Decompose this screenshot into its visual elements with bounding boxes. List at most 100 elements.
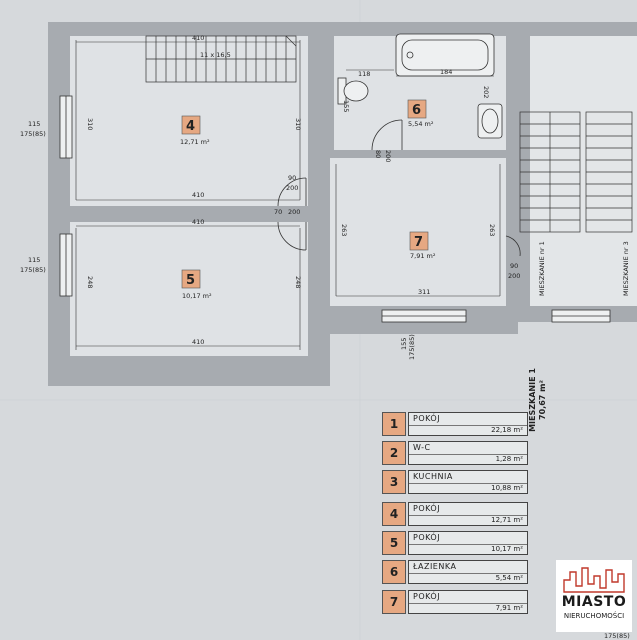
apartment-total: 70,67 m²: [538, 380, 547, 420]
stairs-room-4: [145, 35, 297, 83]
dim-window1-bottom: 175(85): [20, 130, 46, 138]
dim-bath-door-200: 200: [384, 150, 392, 162]
apartment-title: MIESZKANIE 1: [528, 368, 537, 432]
dim-bottom-right: 175(85): [604, 632, 630, 640]
legend-area: 5,54 m²: [495, 574, 523, 582]
apartment-summary: MIESZKANIE 1 70,67 m²: [528, 340, 548, 460]
dim-room4-left: 310: [86, 118, 94, 130]
legend-name: POKÓJ: [413, 504, 441, 513]
room-5-floor: [70, 222, 308, 356]
company-logo: MIASTO NIERUCHOMOŚCI: [556, 560, 632, 632]
dim-room7-right: 263: [488, 224, 496, 236]
legend-row: 7 POKÓJ 7,91 m²: [382, 590, 530, 614]
legend-number: 7: [382, 590, 406, 614]
legend-cell: KUCHNIA 10,88 m²: [408, 470, 528, 494]
legend-row: 2 W-C 1,28 m²: [382, 441, 530, 465]
dim-room5-right: 248: [294, 276, 302, 288]
room-5-number: 5: [186, 273, 195, 288]
legend-name: ŁAZIENKA: [413, 562, 457, 571]
sink: [477, 103, 503, 139]
dim-bath-118: 118: [358, 70, 370, 78]
staircase-right: [519, 111, 633, 233]
dim-room5-bottom: 410: [192, 338, 204, 346]
legend-name: KUCHNIA: [413, 472, 453, 481]
dim-room4-right: 310: [294, 118, 302, 130]
dim-door-70: 70: [274, 208, 282, 216]
door-arc-room-5: [277, 221, 307, 251]
legend-cell: W-C 1,28 m²: [408, 441, 528, 465]
dim-window1-top: 115: [28, 120, 40, 128]
legend-cell: POKÓJ 12,71 m²: [408, 502, 528, 526]
dim-bath-184: 184: [440, 68, 452, 76]
legend-cell: POKÓJ 10,17 m²: [408, 531, 528, 555]
room-6-number: 6: [412, 103, 421, 118]
neighbor-label-1: MIESZKANIE nr 1: [538, 241, 546, 296]
dim-window2-top: 115: [28, 256, 40, 264]
logo-brand: MIASTO: [561, 594, 627, 610]
legend-number: 5: [382, 531, 406, 555]
room-6-area: 5,54 m²: [408, 120, 434, 128]
legend-number: 2: [382, 441, 406, 465]
dim-door-200: 200: [286, 184, 298, 192]
legend-number: 4: [382, 502, 406, 526]
dim-bath-202: 202: [482, 86, 490, 98]
room-5-area: 10,17 m²: [182, 292, 212, 300]
door-arc-room-7: [505, 235, 521, 257]
door-arc-bath: [371, 119, 403, 151]
legend-number: 6: [382, 560, 406, 584]
legend-row: 5 POKÓJ 10,17 m²: [382, 531, 530, 555]
room-7-number: 7: [414, 235, 423, 250]
legend-area: 10,17 m²: [491, 545, 523, 553]
windows: [59, 95, 611, 323]
legend-name: W-C: [413, 443, 431, 452]
legend-name: POKÓJ: [413, 533, 441, 542]
dim-room7-door-90: 90: [510, 262, 518, 270]
door-arc-room-4: [277, 177, 307, 207]
dim-window2-bottom: 175(85): [20, 266, 46, 274]
room-4-number: 4: [186, 119, 195, 134]
room-number-badges: [181, 99, 429, 289]
dim-room7-door-200: 200: [508, 272, 520, 280]
legend-row: 4 POKÓJ 12,71 m²: [382, 502, 530, 526]
legend-row: 6 ŁAZIENKA 5,54 m²: [382, 560, 530, 584]
dim-window3-bottom: 175(85): [408, 334, 416, 360]
legend-area: 12,71 m²: [491, 516, 523, 524]
dim-top-width: 410: [192, 34, 204, 42]
legend-number: 3: [382, 470, 406, 494]
legend-cell: POKÓJ 22,18 m²: [408, 412, 528, 436]
toilet: [337, 77, 369, 105]
dim-door-200b: 200: [288, 208, 300, 216]
doors: [277, 119, 521, 257]
dim-window3-top: 155: [400, 338, 408, 350]
legend-area: 1,28 m²: [495, 455, 523, 463]
dim-room5-left: 248: [86, 276, 94, 288]
legend-cell: ŁAZIENKA 5,54 m²: [408, 560, 528, 584]
legend-cell: POKÓJ 7,91 m²: [408, 590, 528, 614]
dim-bath-door-80: 80: [374, 150, 382, 158]
legend-name: POKÓJ: [413, 414, 441, 423]
dimension-lines: [75, 40, 501, 350]
legend-number: 1: [382, 412, 406, 436]
dim-room4-bottom: 410: [192, 191, 204, 199]
skyline-icon: [563, 567, 625, 593]
neighbor-floor: [530, 36, 637, 306]
dim-corridor: 410: [192, 218, 204, 226]
dim-room7-left: 263: [340, 224, 348, 236]
legend-area: 7,91 m²: [495, 604, 523, 612]
dim-room7-bottom: 311: [418, 288, 430, 296]
legend-name: POKÓJ: [413, 592, 441, 601]
legend-area: 10,88 m²: [491, 484, 523, 492]
room-7-area: 7,91 m²: [410, 252, 436, 260]
dim-bath-155: 155: [342, 100, 350, 112]
dim-stairs-note: 11 x 16,5: [200, 51, 231, 59]
legend-row: 3 KUCHNIA 10,88 m²: [382, 470, 530, 494]
legend-row: 1 POKÓJ 22,18 m²: [382, 412, 530, 436]
neighbor-label-2: MIESZKANIE nr 3: [622, 241, 630, 296]
room-4-area: 12,71 m²: [180, 138, 210, 146]
logo-sub: NIERUCHOMOŚCI: [563, 612, 625, 620]
bathtub: [395, 33, 495, 77]
dim-door-90: 90: [288, 174, 296, 182]
legend-area: 22,18 m²: [491, 426, 523, 434]
